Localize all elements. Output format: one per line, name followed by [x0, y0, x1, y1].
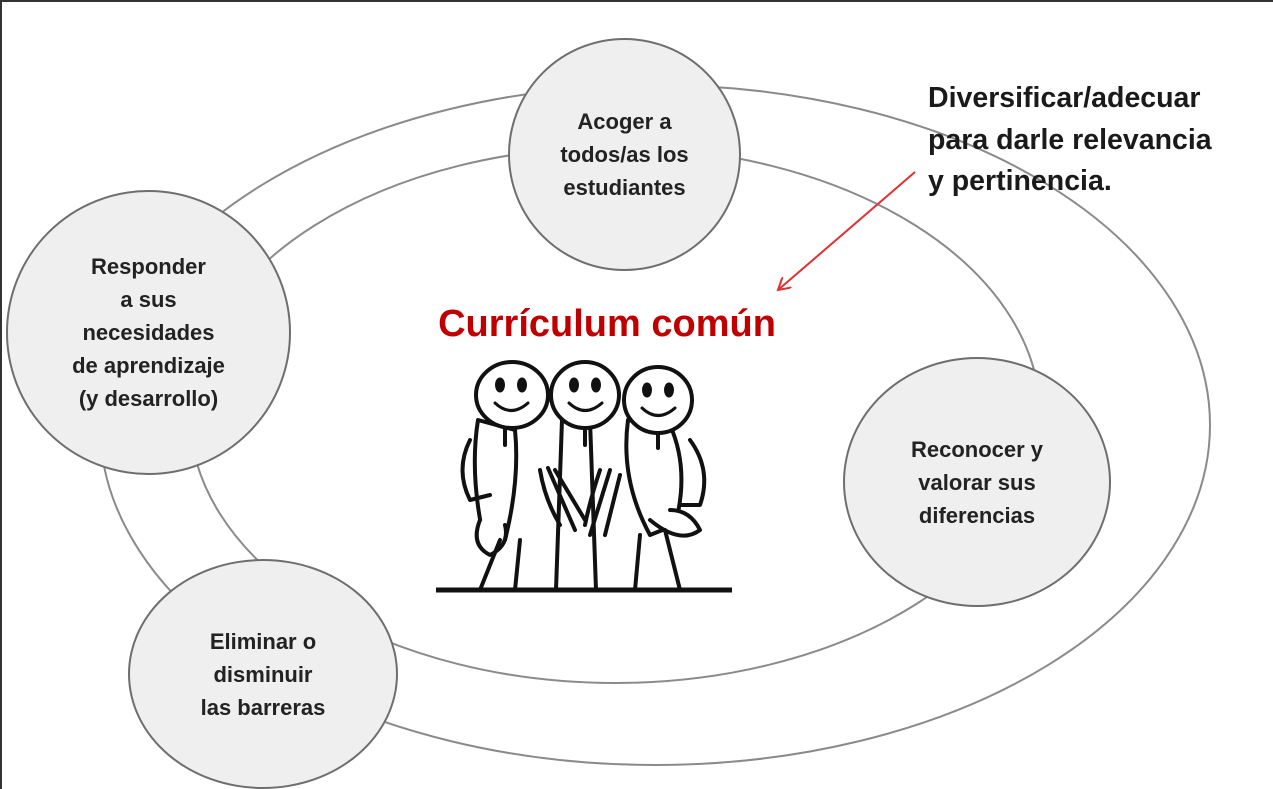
bubble-acoger-text: Acoger a todos/as los estudiantes	[560, 109, 689, 200]
bubble-reconocer-text: Reconocer y valorar sus diferencias	[910, 436, 1044, 528]
center-title: Currículum común	[438, 303, 776, 345]
bubble-eliminar-text: Eliminar o disminuir las barreras	[200, 628, 326, 720]
bubble-reconocer: Reconocer y valorar sus diferencias	[843, 357, 1111, 607]
bubble-responder: Responder a sus necesidades de aprendiza…	[6, 190, 291, 475]
bubble-acoger: Acoger a todos/as los estudiantes	[508, 38, 741, 271]
bubble-responder-text: Responder a sus necesidades de aprendiza…	[72, 254, 225, 411]
three-friends-icon	[460, 360, 707, 592]
bubble-eliminar: Eliminar o disminuir las barreras	[128, 559, 398, 789]
faces	[493, 377, 677, 417]
pointer-arrow	[778, 171, 916, 290]
note-text: Diversificar/adecuar para darle relevanc…	[928, 82, 1212, 198]
